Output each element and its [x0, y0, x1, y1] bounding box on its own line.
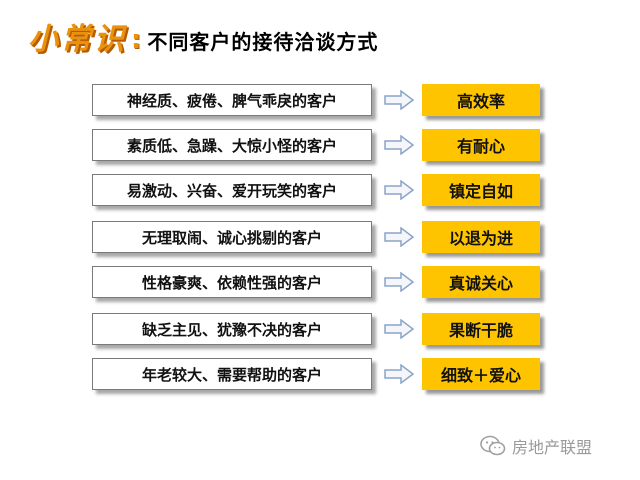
right-arrow-icon	[384, 272, 414, 292]
approach-box: 有耐心	[422, 129, 540, 161]
approach-row: 性格豪爽、依赖性强的客户 真诚关心	[0, 266, 640, 302]
customer-type-box: 无理取闹、诚心挑剔的客户	[92, 221, 372, 253]
customer-type-box: 年老较大、需要帮助的客户	[92, 358, 372, 390]
approach-box: 果断干脆	[422, 313, 540, 345]
header: 小常识 : 不同客户的接待洽谈方式	[28, 22, 378, 58]
approach-row: 神经质、疲倦、脾气乖戾的客户 高效率	[0, 84, 640, 120]
customer-type-box: 性格豪爽、依赖性强的客户	[92, 266, 372, 298]
watermark: 房地产联盟	[480, 434, 592, 458]
approach-row: 无理取闹、诚心挑剔的客户 以退为进	[0, 221, 640, 257]
customer-type-box: 易激动、兴奋、爱开玩笑的客户	[92, 174, 372, 206]
customer-type-box: 缺乏主见、犹豫不决的客户	[92, 313, 372, 345]
brand-colon: :	[131, 25, 142, 55]
right-arrow-icon	[384, 90, 414, 110]
watermark-text: 房地产联盟	[512, 438, 593, 457]
wechat-icon	[480, 435, 506, 456]
customer-type-box: 神经质、疲倦、脾气乖戾的客户	[92, 84, 372, 116]
customer-type-box: 素质低、急躁、大惊小怪的客户	[92, 129, 372, 161]
approach-box: 细致＋爱心	[422, 358, 540, 390]
approach-row: 缺乏主见、犹豫不决的客户 果断干脆	[0, 313, 640, 349]
right-arrow-icon	[384, 364, 414, 384]
right-arrow-icon	[384, 180, 414, 200]
right-arrow-icon	[384, 227, 414, 247]
approach-box: 真诚关心	[422, 266, 540, 298]
approach-box: 镇定自如	[422, 174, 540, 206]
right-arrow-icon	[384, 319, 414, 339]
brand-logo-text: 小常识	[28, 22, 127, 57]
right-arrow-icon	[384, 135, 414, 155]
page-title: 不同客户的接待洽谈方式	[147, 29, 379, 54]
approach-box: 以退为进	[422, 221, 540, 253]
approach-row: 素质低、急躁、大惊小怪的客户 有耐心	[0, 129, 640, 165]
approach-row: 易激动、兴奋、爱开玩笑的客户 镇定自如	[0, 174, 640, 210]
approach-box: 高效率	[422, 84, 540, 116]
approach-row: 年老较大、需要帮助的客户 细致＋爱心	[0, 358, 640, 394]
